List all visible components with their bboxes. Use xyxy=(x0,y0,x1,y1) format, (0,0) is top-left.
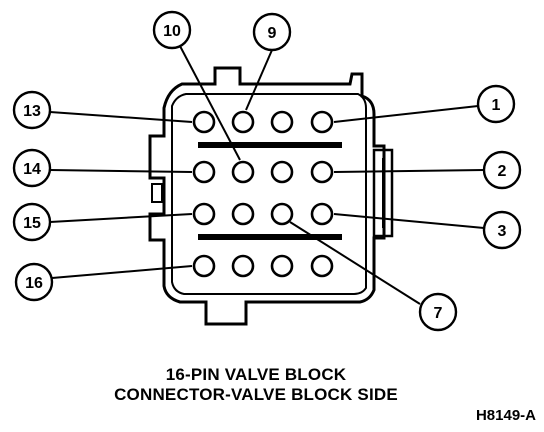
key-rail-top xyxy=(198,142,342,148)
pin-cavity xyxy=(192,202,216,226)
callout-10-label: 10 xyxy=(163,23,181,40)
pin-cavity xyxy=(310,254,334,278)
connector-body xyxy=(148,66,394,326)
callout-15-circle xyxy=(12,202,52,242)
caption-line-1: 16-PIN VALVE BLOCK xyxy=(166,365,347,384)
leader-16 xyxy=(51,265,193,279)
callouts xyxy=(12,10,522,332)
leader-7 xyxy=(289,221,421,305)
leader-lines xyxy=(49,45,485,305)
leader-14 xyxy=(49,169,193,173)
pin-cavity xyxy=(192,110,216,134)
key-rail-bottom xyxy=(198,234,342,240)
callout-3-circle xyxy=(482,210,522,250)
pin-cavity xyxy=(231,160,255,184)
leader-9 xyxy=(245,49,273,111)
callout-14-label: 14 xyxy=(23,161,41,178)
callout-7-label: 7 xyxy=(434,305,443,322)
callout-13-label: 13 xyxy=(23,103,41,120)
callout-10-circle xyxy=(152,10,192,50)
pin-cavity xyxy=(231,110,255,134)
callout-labels: 9 10 13 1 14 2 15 3 16 7 xyxy=(23,23,506,322)
callout-14-circle xyxy=(12,148,52,188)
leader-1 xyxy=(333,105,479,123)
latch-right xyxy=(372,148,394,238)
pin-cavity xyxy=(231,202,255,226)
connector-inner-wall xyxy=(171,93,367,295)
leader-3 xyxy=(333,213,485,229)
callout-7-circle xyxy=(418,292,458,332)
callout-16-circle xyxy=(14,262,54,302)
pin-grid xyxy=(192,110,334,278)
callout-2-circle xyxy=(482,150,522,190)
pin-cavity xyxy=(192,254,216,278)
callout-1-circle xyxy=(476,84,516,124)
pin-cavity xyxy=(192,160,216,184)
callout-1-label: 1 xyxy=(492,97,501,114)
callout-3-label: 3 xyxy=(498,223,507,240)
pin-cavity xyxy=(270,160,294,184)
pin-cavity xyxy=(310,110,334,134)
connector-outline xyxy=(148,66,386,326)
callout-16-label: 16 xyxy=(25,275,43,292)
leader-10 xyxy=(179,45,241,161)
figure-id: H8149-A xyxy=(476,407,536,424)
callout-13-circle xyxy=(12,90,52,130)
key-nub-left xyxy=(151,183,163,203)
leader-13 xyxy=(49,111,193,123)
pin-cavity xyxy=(310,202,334,226)
pin-cavity xyxy=(231,254,255,278)
callout-2-label: 2 xyxy=(498,163,507,180)
caption-line-2: CONNECTOR-VALVE BLOCK SIDE xyxy=(114,385,398,404)
callout-15-label: 15 xyxy=(23,215,41,232)
pin-cavity xyxy=(270,110,294,134)
pin-cavity xyxy=(270,202,294,226)
leader-2 xyxy=(333,169,485,173)
leader-15 xyxy=(49,213,193,223)
pin-cavity xyxy=(270,254,294,278)
callout-9-circle xyxy=(252,12,292,52)
callout-9-label: 9 xyxy=(268,25,277,42)
pin-cavity xyxy=(310,160,334,184)
